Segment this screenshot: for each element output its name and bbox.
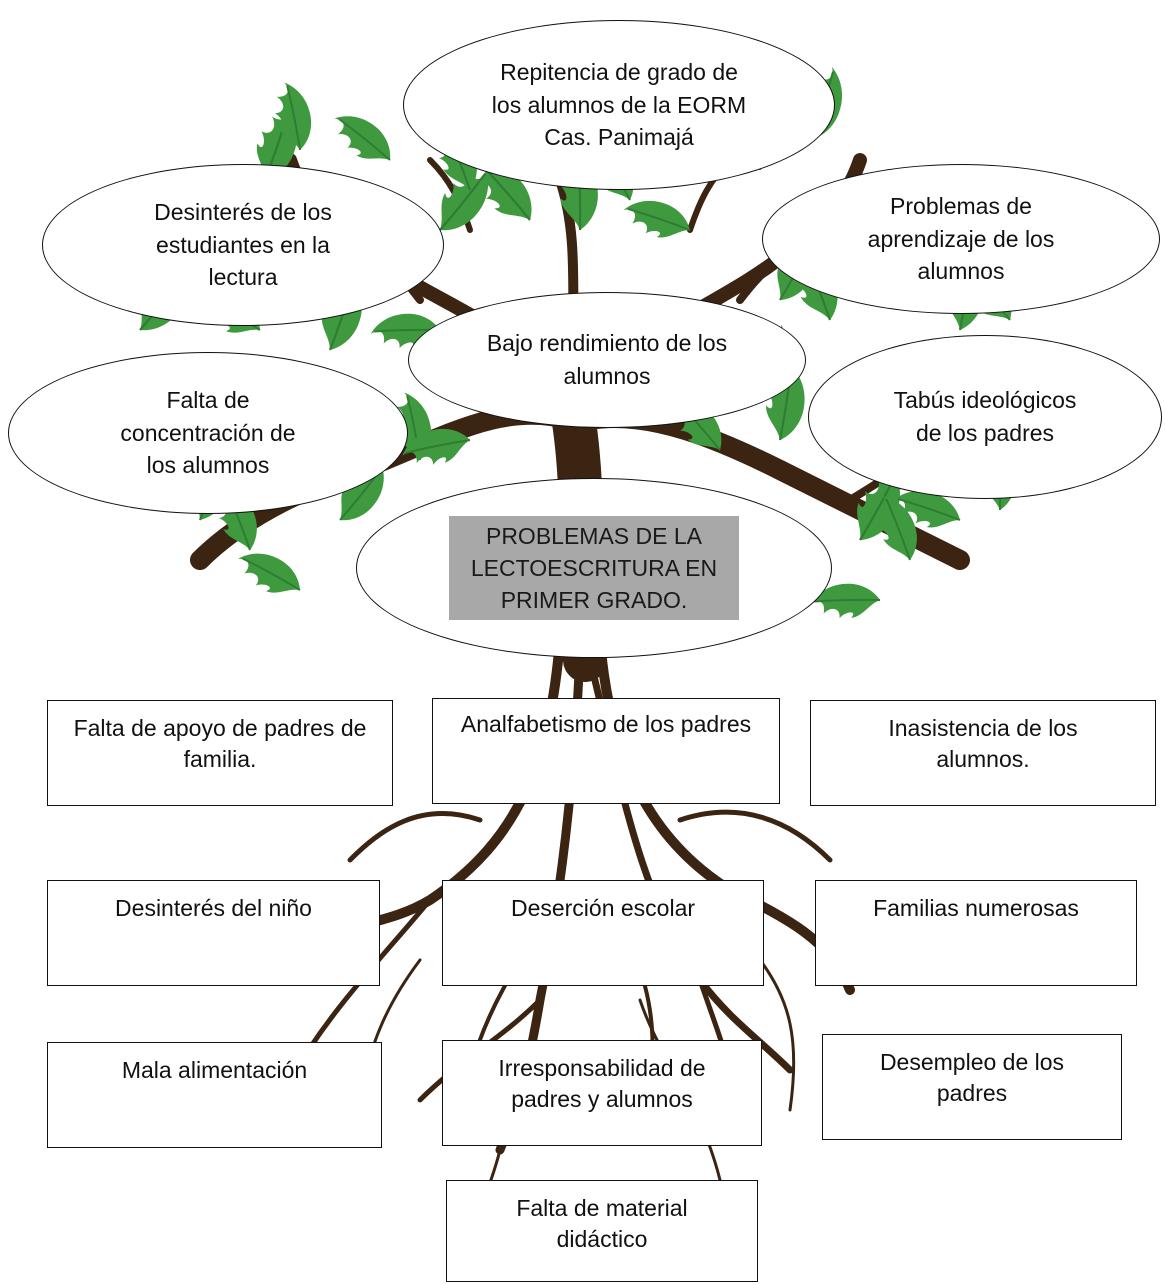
cause-box: Analfabetismo de los padres (432, 698, 780, 804)
effect-ellipse-left-lower: Falta de concentración de los alumnos (8, 352, 408, 514)
cause-text: Desinterés del niño (115, 895, 312, 921)
cause-box: Familias numerosas (815, 880, 1137, 986)
cause-text: Inasistencia de los alumnos. (888, 715, 1078, 773)
cause-text: Irresponsabilidad de padres y alumnos (498, 1055, 706, 1113)
cause-text: Falta de apoyo de padres de familia. (73, 715, 367, 773)
central-problem-ellipse: PROBLEMAS DE LA LECTOESCRITURA EN PRIMER… (356, 478, 832, 658)
effect-text: Tabús ideológicos de los padres (893, 387, 1077, 446)
cause-text: Deserción escolar (510, 895, 696, 921)
cause-box: Desempleo de los padres (822, 1034, 1122, 1140)
cause-box: Mala alimentación (47, 1042, 382, 1148)
effect-ellipse-right-upper: Problemas de aprendizaje de los alumnos (762, 164, 1160, 314)
effect-text: Falta de concentración de los alumnos (120, 387, 296, 479)
cause-box: Inasistencia de los alumnos. (810, 700, 1156, 806)
effect-ellipse-center: Bajo rendimiento de los alumnos (408, 292, 806, 428)
effect-text: Bajo rendimiento de los alumnos (486, 330, 728, 389)
cause-text: Desempleo de los padres (879, 1049, 1065, 1107)
central-problem-label: PROBLEMAS DE LA LECTOESCRITURA EN PRIMER… (449, 515, 739, 621)
cause-text: Mala alimentación (121, 1057, 308, 1083)
effect-text: Desinterés de los estudiantes en la lect… (154, 199, 332, 291)
effect-ellipse-left-upper: Desinterés de los estudiantes en la lect… (42, 164, 444, 326)
effect-text: Repitencia de grado de los alumnos de la… (491, 59, 747, 151)
effect-ellipse-top: Repitencia de grado de los alumnos de la… (403, 20, 835, 190)
cause-text: Familias numerosas (873, 895, 1079, 921)
cause-text: Analfabetismo de los padres (460, 711, 752, 737)
cause-box: Falta de apoyo de padres de familia. (47, 700, 393, 806)
cause-box: Deserción escolar (442, 880, 764, 986)
cause-box: Desinterés del niño (47, 880, 380, 986)
cause-box: Irresponsabilidad de padres y alumnos (442, 1040, 762, 1146)
effect-ellipse-right-lower: Tabús ideológicos de los padres (808, 335, 1162, 499)
cause-box: Falta de material didáctico (446, 1180, 758, 1282)
effect-text: Problemas de aprendizaje de los alumnos (867, 193, 1055, 285)
cause-text: Falta de material didáctico (516, 1195, 688, 1253)
